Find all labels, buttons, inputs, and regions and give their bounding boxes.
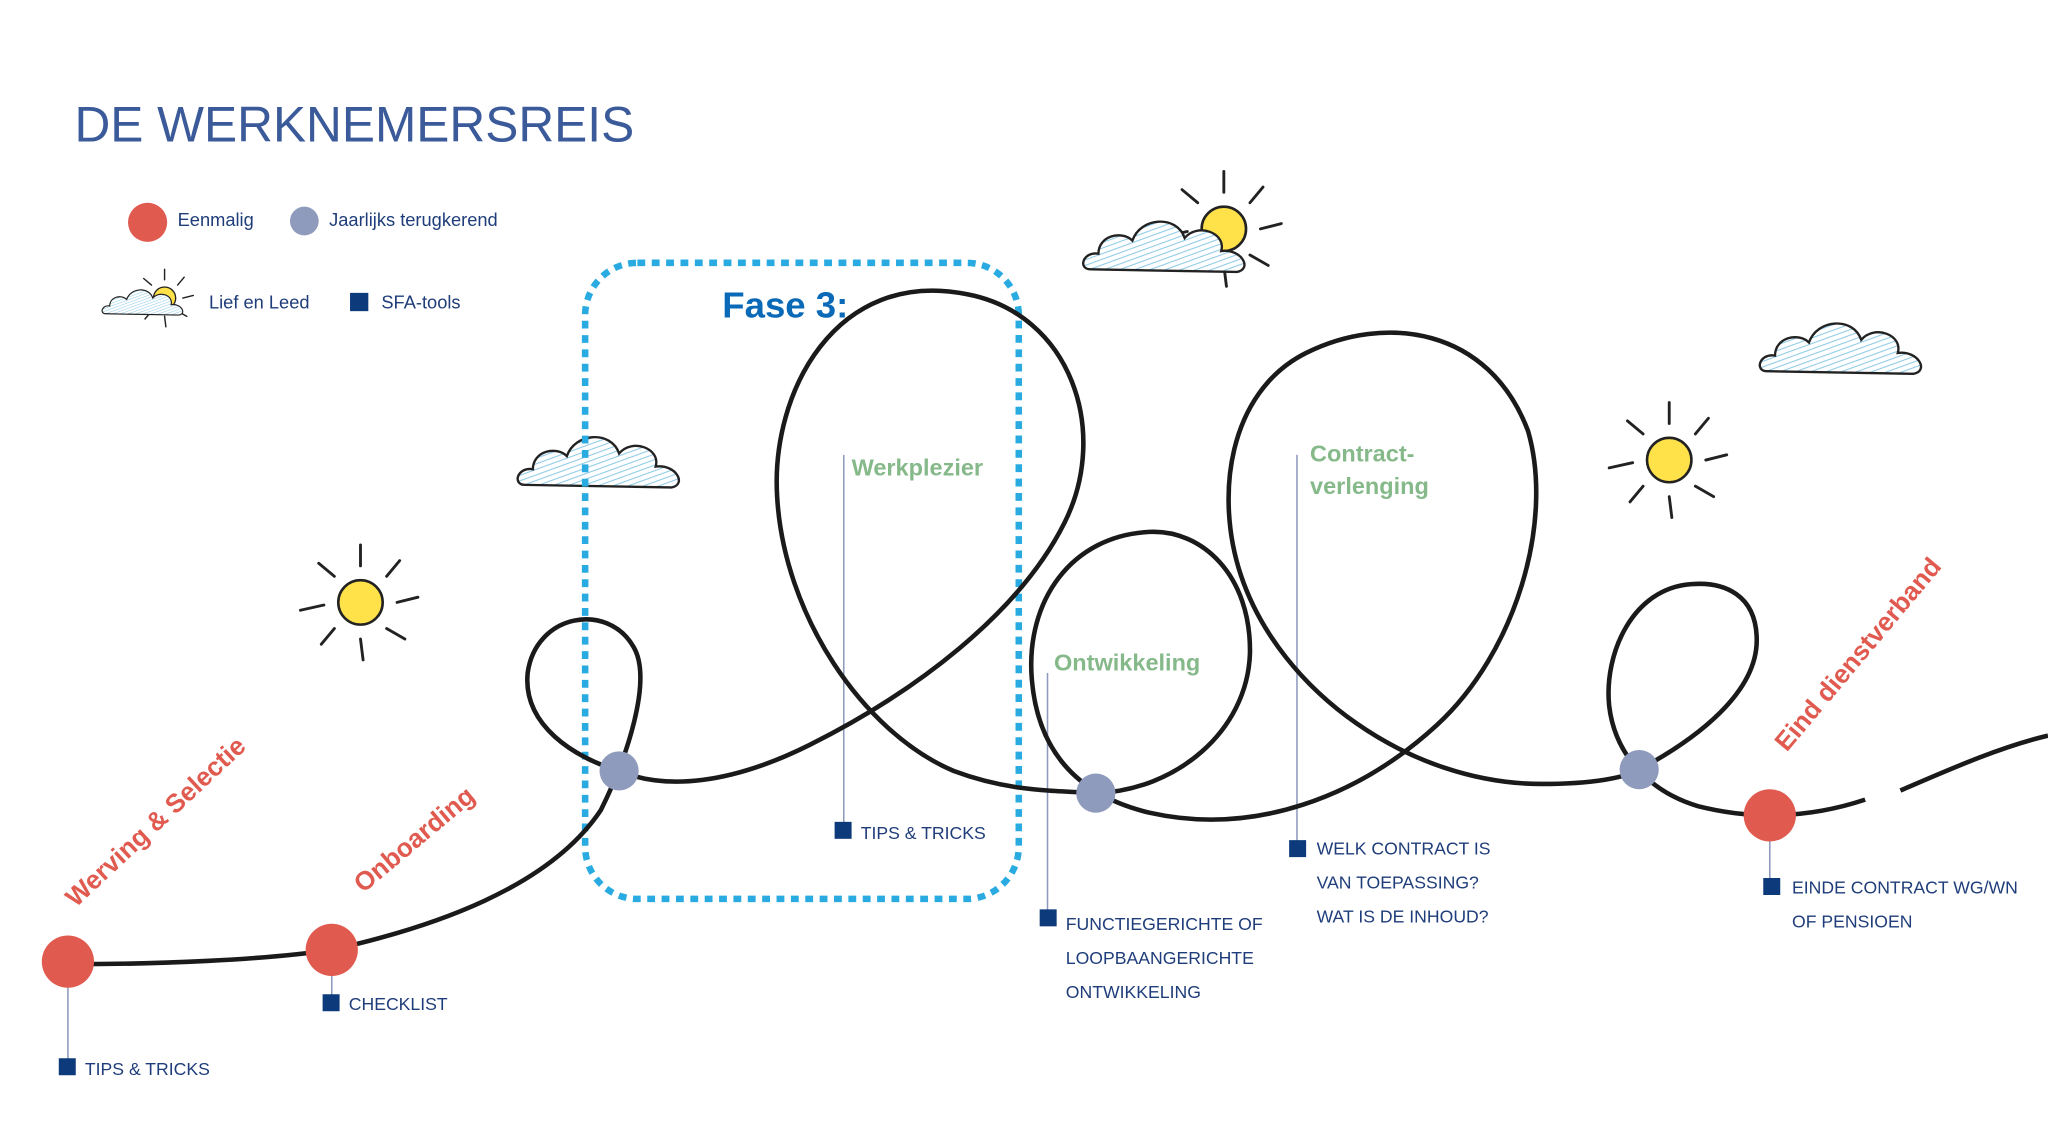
phase-label-contract-1: Contract-: [1310, 440, 1414, 466]
connector-lines: [67, 454, 1771, 1061]
legend-yearly: Jaarlijks terugkerend: [329, 209, 498, 230]
phase-highlight-label: Fase 3:: [722, 285, 848, 326]
tool-eind-2[interactable]: OF PENSIOEN: [1792, 912, 1912, 932]
milestone-eind[interactable]: [1743, 789, 1796, 842]
tool-werving[interactable]: TIPS & TRICKS: [85, 1059, 210, 1079]
journey-path: [67, 288, 2048, 967]
phase-highlight-box: [581, 259, 1023, 903]
cloud-icon: [516, 435, 681, 489]
tool-ontwikkeling-3[interactable]: ONTWIKKELING: [1066, 982, 1201, 1002]
milestone-werving[interactable]: [41, 935, 95, 988]
phase-label-werkplezier: Werkplezier: [852, 455, 984, 481]
milestone-werkplezier-start[interactable]: [599, 751, 639, 791]
tool-contract-1[interactable]: WELK CONTRACT IS: [1317, 838, 1491, 858]
legend: Eenmalig Jaarlijks terugkerend Lief en L…: [101, 202, 498, 328]
page-title: DE WERKNEMERSREIS: [74, 96, 634, 152]
tool-onboarding[interactable]: CHECKLIST: [349, 994, 448, 1014]
once-dot-icon: [128, 202, 168, 242]
milestone-onboarding[interactable]: [305, 923, 358, 976]
legend-weather: Lief en Leed: [209, 292, 310, 313]
tool-contract-3[interactable]: WAT IS DE INHOUD?: [1317, 906, 1489, 926]
tool-eind-1[interactable]: EINDE CONTRACT WG/WN: [1792, 878, 2018, 898]
milestone-contract[interactable]: [1619, 750, 1659, 790]
phase-label-ontwikkeling: Ontwikkeling: [1054, 649, 1200, 675]
phase-label-contract-2: verlenging: [1310, 473, 1429, 499]
yearly-dot-icon: [289, 206, 319, 236]
step-label-onboarding: Onboarding: [348, 780, 481, 898]
tool-werkplezier[interactable]: TIPS & TRICKS: [861, 823, 986, 843]
step-label-werving: Werving & Selectie: [59, 731, 251, 913]
tool-contract-2[interactable]: VAN TOEPASSING?: [1317, 872, 1479, 892]
tool-markers: [58, 821, 1781, 1076]
legend-once: Eenmalig: [178, 209, 254, 230]
sun-icon: [298, 543, 420, 662]
milestone-ontwikkeling[interactable]: [1076, 773, 1116, 813]
tool-ontwikkeling-1[interactable]: FUNCTIEGERICHTE OF: [1066, 914, 1263, 934]
sun-icon: [1607, 401, 1729, 519]
legend-tools: SFA-tools: [381, 292, 460, 313]
tool-square-icon: [350, 292, 369, 312]
cloud-sun-icon: [101, 268, 195, 328]
tool-ontwikkeling-2[interactable]: LOOPBAANGERICHTE: [1066, 948, 1254, 968]
step-label-eind: Eind dienstverband: [1768, 552, 1947, 757]
cloud-icon: [1758, 322, 1923, 376]
